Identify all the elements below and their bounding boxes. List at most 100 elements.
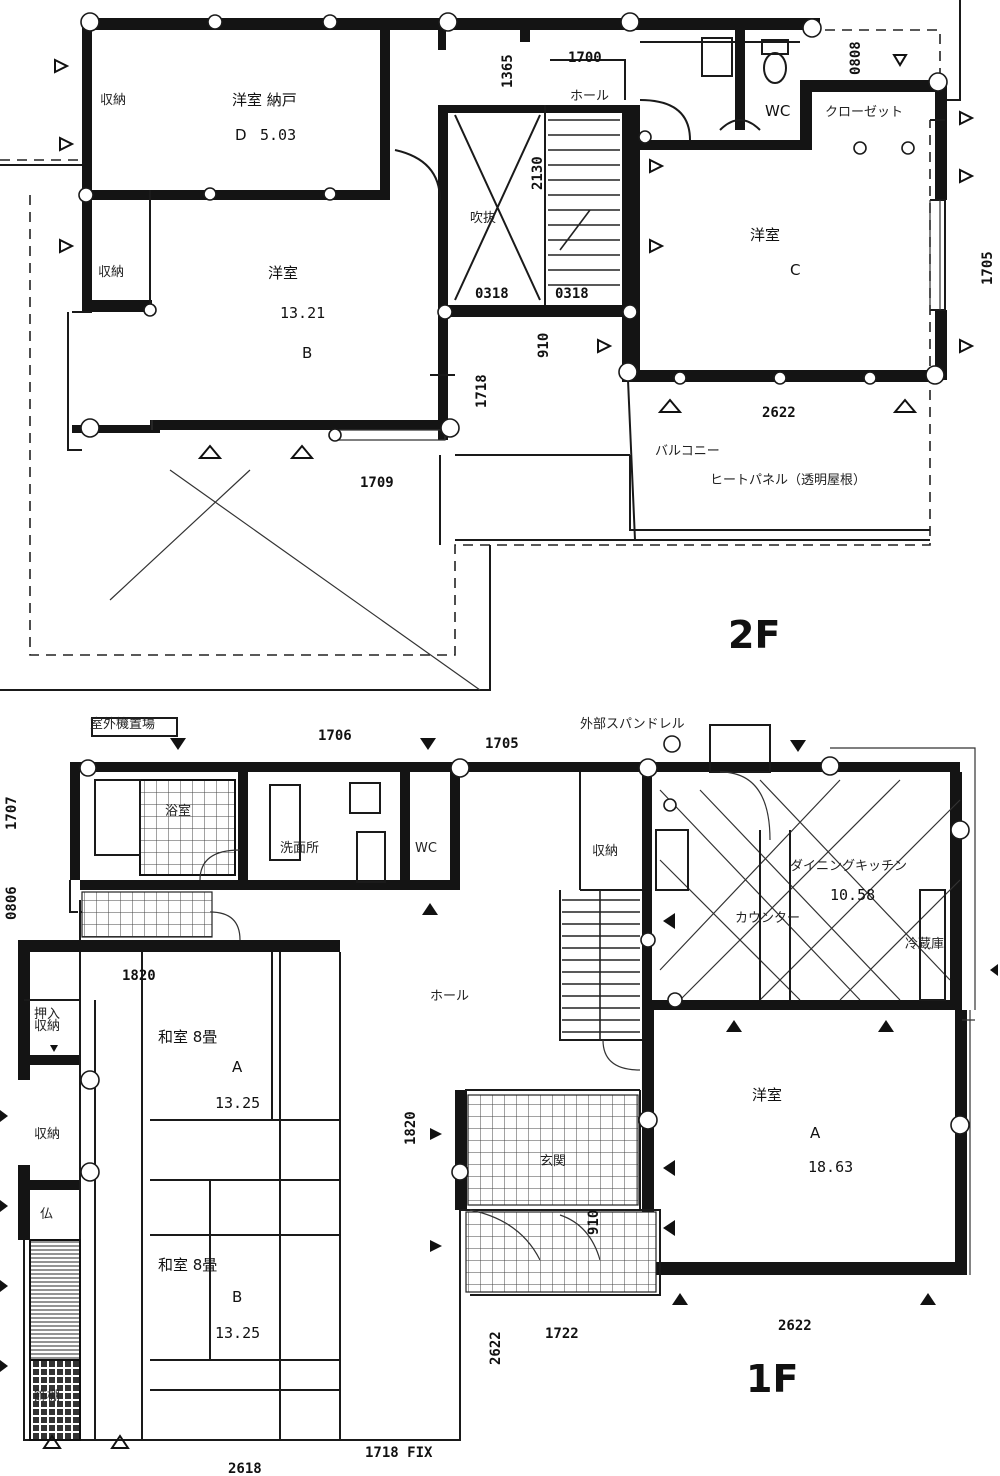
room-b-area: 13.21 [280,304,325,322]
dim-2f-2622: 2622 [762,405,796,421]
dim-2f-1705: 1705 [980,251,996,285]
windows-2f [151,200,941,441]
storage-top-label: 収納 [592,844,618,859]
japanese-b-name: 和室 8畳 [158,1256,217,1274]
dim-1f-2618: 2618 [228,1461,262,1476]
hall-1f-label: ホール [430,989,469,1004]
window-markers-2f [54,54,975,459]
dim-2f-1709: 1709 [360,475,394,491]
living-letter: A [810,1124,821,1142]
dim-2f-1365: 1365 [500,54,516,88]
altar-label: 仏 [40,1207,53,1222]
room-c-letter: C [790,261,800,279]
kitchen-floor [655,779,961,1001]
dim-2f-0318a: 0318 [475,286,509,302]
japanese-a-area: 13.25 [215,1094,260,1112]
dim-2f-1700: 1700 [568,50,602,66]
balcony-label: バルコニー [655,444,720,459]
wc-bowl-2f [763,52,787,84]
pantry-label: 収納 [34,1019,60,1034]
dim-1f-0806: 0806 [4,886,20,920]
storage-mid-label: 収納 [34,1127,60,1142]
hall-2f-label: ホール [570,89,609,104]
entry-tiles [467,1094,639,1206]
window-markers-1f [0,738,998,1449]
dim-1f-1706: 1706 [318,728,352,744]
japanese-a-letter: A [232,1058,243,1076]
sink-1f [356,831,386,883]
room-c-name: 洋室 [750,226,780,244]
dim-1f-fix: 1718 FIX [365,1445,433,1461]
right-boundary [945,0,961,101]
floor-label-2f: 2F [728,613,780,657]
wc-2f-label: WC [765,102,790,120]
fridge-label: 冷蔵庫 [905,937,944,952]
outdoor-unit [91,717,178,737]
stairs-2f [548,119,620,286]
wash-label: 洗面所 [280,841,319,856]
partitions-2f [67,41,946,541]
roof-outline-2f [0,120,931,656]
room-d-area: 5.03 [260,126,296,144]
display-shelf [29,1239,81,1361]
japanese-b-letter: B [232,1288,242,1306]
entry-label: 玄関 [540,1154,566,1169]
dim-2f-0318b: 0318 [555,286,589,302]
toilet-1f-label: WC [415,841,437,856]
dim-2f-910: 910 [536,333,552,358]
dim-1f-1705: 1705 [485,736,519,752]
columns-1f [79,735,970,1182]
kitchen-door-swing [199,771,771,1261]
dim-1f-1820h: 1820 [122,968,156,984]
wall-2f-hall [445,105,635,113]
lower-roof-edge [0,164,491,691]
dim-1f-1707: 1707 [4,796,20,830]
dim-1f-2622b: 2622 [778,1318,812,1334]
room-b-letter: B [302,344,312,362]
counter-label: カウンター [735,911,800,926]
japanese-a-name: 和室 8畳 [158,1028,217,1046]
display-label: 飾棚 [34,1389,60,1404]
balcony-note: ヒートパネル（透明屋根） [710,473,866,488]
floor-label-1f: 1F [746,1357,798,1401]
partitions-1f [23,724,771,1441]
closet-a-label: 押入 [34,1007,60,1022]
floor-1f: 浴室 洗面所 WC 収納 収納 収納 ダイニングキッチン 10.58 カウンター… [0,716,998,1476]
dim-1f-2622v: 2622 [488,1331,504,1365]
living-name: 洋室 [752,1086,782,1104]
bath-floor [139,779,236,876]
exterior-unit-label: 室外機置場 [90,716,155,732]
dim-1f-1820v: 1820 [403,1111,419,1145]
closet-b-label: 収納 [98,265,124,280]
entry-hall-tiles [81,891,213,938]
kitchen-label: ダイニングキッチン [790,859,907,874]
roof-ridge [109,469,481,691]
columns-2f [78,12,948,442]
japanese-b-area: 13.25 [215,1324,260,1342]
bathtub [94,779,141,856]
kitchen-area: 10.58 [830,886,875,904]
dim-2f-0808: 0808 [848,41,864,75]
toilet-1f [349,782,381,814]
dim-2f-2130: 2130 [530,156,546,190]
room-d-name: 洋室 納戸 [232,91,297,109]
closet-c-label: クローゼット [825,105,903,120]
dim-2f-1718: 1718 [474,374,490,408]
wall-2f-right-stub [438,30,446,50]
sink-2f [701,37,733,77]
dim-1f-910: 910 [586,1210,602,1235]
closet-d-label: 収納 [100,93,126,108]
dim-1f-1722: 1722 [545,1326,579,1342]
windows-1f [830,747,976,1275]
porch-tiles [465,1211,657,1293]
void-label: 吹抜 [470,210,496,226]
window-note-label: 外部スパンドレル [580,717,685,732]
void-cross [454,114,541,301]
bath-label: 浴室 [165,803,191,819]
floor-2f: 洋室 納戸 D 5.03 収納 洋室 13.21 B 収納 洋室 C WC クロ… [0,0,996,691]
room-b-name: 洋室 [268,264,298,282]
living-area: 18.63 [808,1158,853,1176]
stairs-1f [562,890,640,1040]
room-d-letter: D [235,126,247,144]
